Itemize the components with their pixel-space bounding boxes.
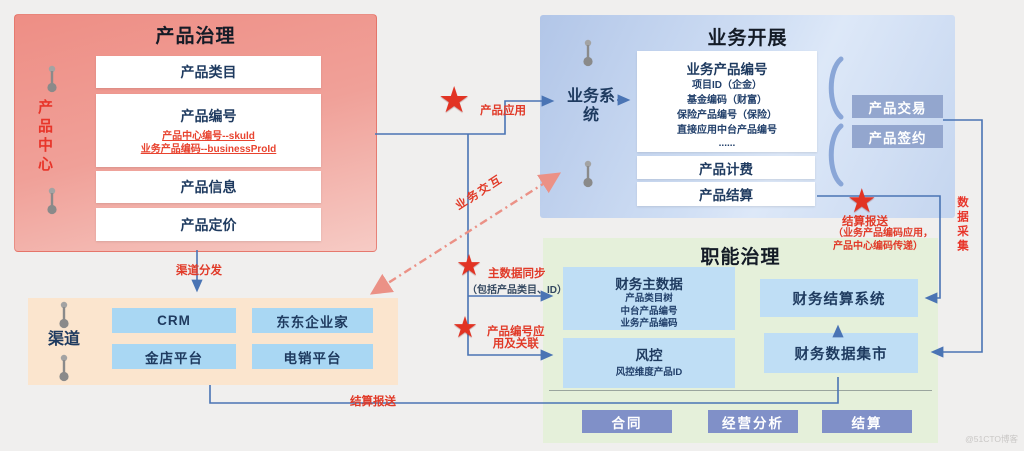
label-settlement-report-bottom: 结算报送 xyxy=(350,396,396,408)
line-trunk-risk xyxy=(467,134,554,361)
product-center-side-label: 产品中心 xyxy=(36,99,53,175)
note-settlement-report: （业务产品编码应用， 产品中心编码传递） xyxy=(833,228,933,252)
connector-icon xyxy=(59,301,69,329)
connector-icon xyxy=(47,65,57,93)
node-finance-settlement-system: 财务结算系统 xyxy=(760,279,918,317)
label-channel-distribute: 渠道分发 xyxy=(176,265,222,277)
node-finance-data-mart: 财务数据集市 xyxy=(764,333,918,373)
node-crm: CRM xyxy=(112,308,236,333)
star-icon: ★ xyxy=(452,312,478,344)
watermark: @51CTO博客 xyxy=(965,434,1018,444)
node-product-trade: 产品交易 xyxy=(852,95,943,118)
node-product-billing: 产品计费 xyxy=(637,156,815,179)
node-risk-control: 风控 风控维度产品ID xyxy=(563,338,735,388)
channel-panel: 渠道 CRM 东东企业家 金店平台 电销平台 xyxy=(28,298,398,385)
node-settlement: 结算 xyxy=(822,410,912,433)
star-icon: ★ xyxy=(438,79,471,120)
brace-icon xyxy=(828,123,844,187)
connector-icon xyxy=(583,39,593,67)
label-business-interact: 业务交互 xyxy=(453,173,506,213)
node-finance-master-data: 财务主数据 产品类目树 中台产品编号 业务产品编码 xyxy=(563,267,735,330)
business-development-title: 业务开展 xyxy=(707,28,788,49)
connector-icon xyxy=(59,354,69,382)
business-development-panel: 业务开展 业务系统 业务产品编号 项目ID（企金） 基金编码（财富） 保险产品编… xyxy=(540,15,955,218)
note-master-sync: （包括产品类目、ID） xyxy=(467,285,567,296)
node-product-sign: 产品签约 xyxy=(852,125,943,148)
node-product-category: 产品类目 xyxy=(96,56,321,88)
label-product-apply: 产品应用 xyxy=(480,105,526,117)
product-governance-panel: 产品治理 产品中心 产品类目 产品编号 产品中心编号--skuld 业务产品编码… xyxy=(14,14,377,252)
business-system-label: 业务系统 xyxy=(566,88,615,124)
node-product-settlement: 产品结算 xyxy=(637,182,815,206)
channel-title: 渠道 xyxy=(47,331,80,348)
label-master-sync: 主数据同步 xyxy=(488,268,546,280)
node-telesales: 电销平台 xyxy=(252,344,373,369)
node-product-pricing: 产品定价 xyxy=(96,208,321,241)
node-dongdong: 东东企业家 xyxy=(252,308,373,333)
label-settlement-report: 结算报送 xyxy=(842,216,888,228)
product-number-sub1: 产品中心编号--skuld xyxy=(162,130,255,142)
node-product-number: 产品编号 产品中心编号--skuld 业务产品编码--businessProId xyxy=(96,94,321,167)
green-panel-divider xyxy=(549,390,932,391)
connector-icon xyxy=(583,160,593,188)
product-governance-title: 产品治理 xyxy=(155,26,236,47)
function-governance-panel: 职能治理 财务主数据 产品类目树 中台产品编号 业务产品编码 风控 风控维度产品… xyxy=(543,238,938,443)
connector-icon xyxy=(47,187,57,215)
node-business-analysis: 经营分析 xyxy=(708,410,798,433)
node-business-product-number: 业务产品编号 项目ID（企金） 基金编码（财富） 保险产品编号（保险） 直接应用… xyxy=(637,51,817,152)
star-icon: ★ xyxy=(456,250,482,282)
node-contract: 合同 xyxy=(582,410,672,433)
function-governance-title: 职能治理 xyxy=(700,247,781,268)
label-data-collect: 数据采集 xyxy=(956,196,968,254)
product-number-sub2: 业务产品编码--businessProId xyxy=(140,143,277,155)
node-goldshop: 金店平台 xyxy=(112,344,236,369)
node-product-info: 产品信息 xyxy=(96,171,321,203)
brace-icon xyxy=(828,56,844,120)
label-number-apply: 产品编号应 用及关联 xyxy=(487,326,545,350)
